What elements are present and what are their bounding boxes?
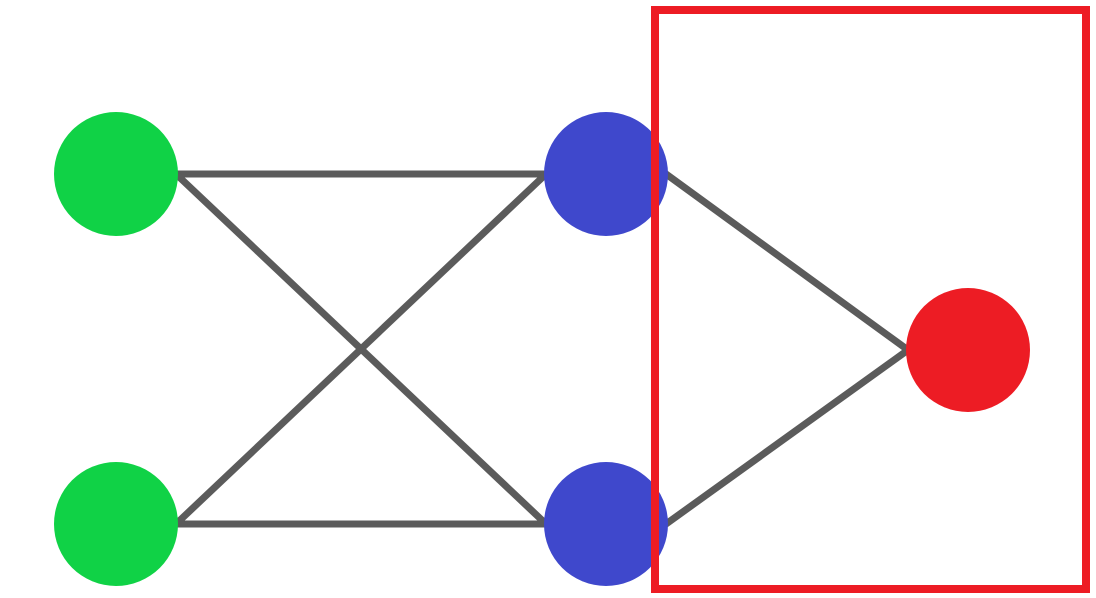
- highlight-box: [651, 6, 1090, 593]
- node-input-2: [54, 462, 178, 586]
- edge-hidden-1-to-output-1: [662, 170, 912, 354]
- nodes-layer: [54, 112, 1030, 586]
- node-input-1: [54, 112, 178, 236]
- node-hidden-1: [544, 112, 668, 236]
- edge-input-2-to-hidden-1: [172, 170, 550, 528]
- edge-hidden-2-to-output-1: [662, 346, 912, 528]
- edges-layer: [172, 170, 912, 528]
- node-hidden-2: [544, 462, 668, 586]
- node-output-1: [906, 288, 1030, 412]
